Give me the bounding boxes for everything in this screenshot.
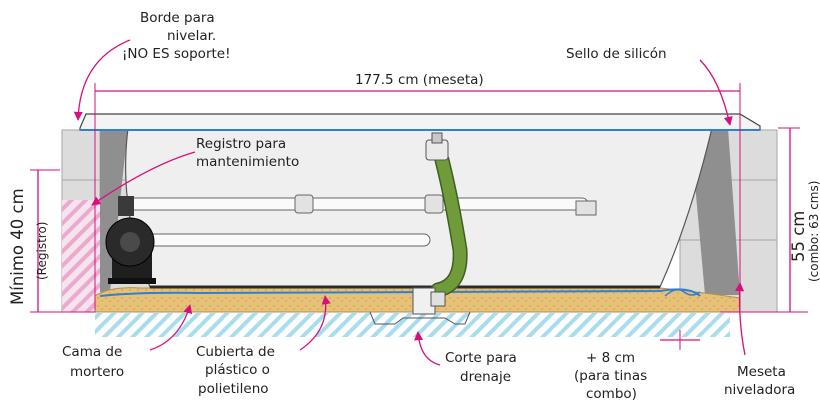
dimension-meseta-width	[94, 83, 741, 310]
callout-sello	[699, 59, 733, 126]
label-cubierta-2: plástico o	[205, 362, 270, 378]
upper-pipe	[127, 194, 597, 216]
label-registro-2: mantenimiento	[196, 154, 299, 170]
label-plus8-2: (para tinas	[574, 368, 647, 384]
pump	[105, 196, 156, 284]
water-squiggle	[664, 289, 701, 297]
dimension-height-right	[720, 127, 808, 313]
hose-fitting	[425, 132, 449, 161]
callout-borde	[73, 39, 131, 121]
left-side-shade	[100, 128, 128, 292]
label-combo-63: (combo: 63 cms)	[807, 181, 820, 282]
label-registro-paren: (Registro)	[35, 222, 49, 280]
callout-registro	[91, 151, 196, 206]
label-cama-1: Cama de	[62, 344, 122, 360]
label-borde-1: Borde para	[140, 10, 215, 26]
label-borde-2: nivelar.	[167, 28, 216, 44]
right-side-shade	[690, 128, 740, 295]
ground-hatch	[95, 313, 730, 337]
label-meseta-width: 177.5 cm (meseta)	[355, 72, 484, 88]
label-sello: Sello de silicón	[566, 46, 667, 62]
label-cama-2: mortero	[70, 364, 124, 380]
dimension-plus-8	[660, 330, 700, 350]
callout-corte	[414, 331, 441, 366]
label-cubierta-3: polietileno	[198, 381, 269, 397]
label-registro-1: Registro para	[196, 136, 286, 152]
label-minimo: Mínimo 40 cm	[8, 188, 27, 305]
tub-rim	[79, 113, 761, 131]
label-height-55: 55 cm	[789, 211, 808, 262]
drain	[369, 287, 471, 325]
registro-hatch	[62, 200, 100, 312]
callout-cubierta	[299, 295, 331, 351]
dimension-minimo-left	[30, 169, 96, 313]
label-plus8-3: combo)	[586, 386, 637, 402]
callout-meseta	[735, 282, 746, 356]
label-borde-3: ¡NO ES soporte!	[122, 46, 231, 62]
label-corte-1: Corte para	[445, 350, 517, 366]
plastic-sheet	[99, 288, 701, 297]
label-corte-2: drenaje	[460, 369, 511, 385]
callout-cama	[149, 304, 193, 351]
label-cubierta-1: Cubierta de	[196, 344, 275, 360]
label-meseta-2: niveladora	[724, 382, 795, 398]
label-meseta-1: Meseta	[737, 364, 786, 380]
lower-pipe	[127, 233, 431, 247]
label-plus8-1: + 8 cm	[586, 350, 635, 366]
